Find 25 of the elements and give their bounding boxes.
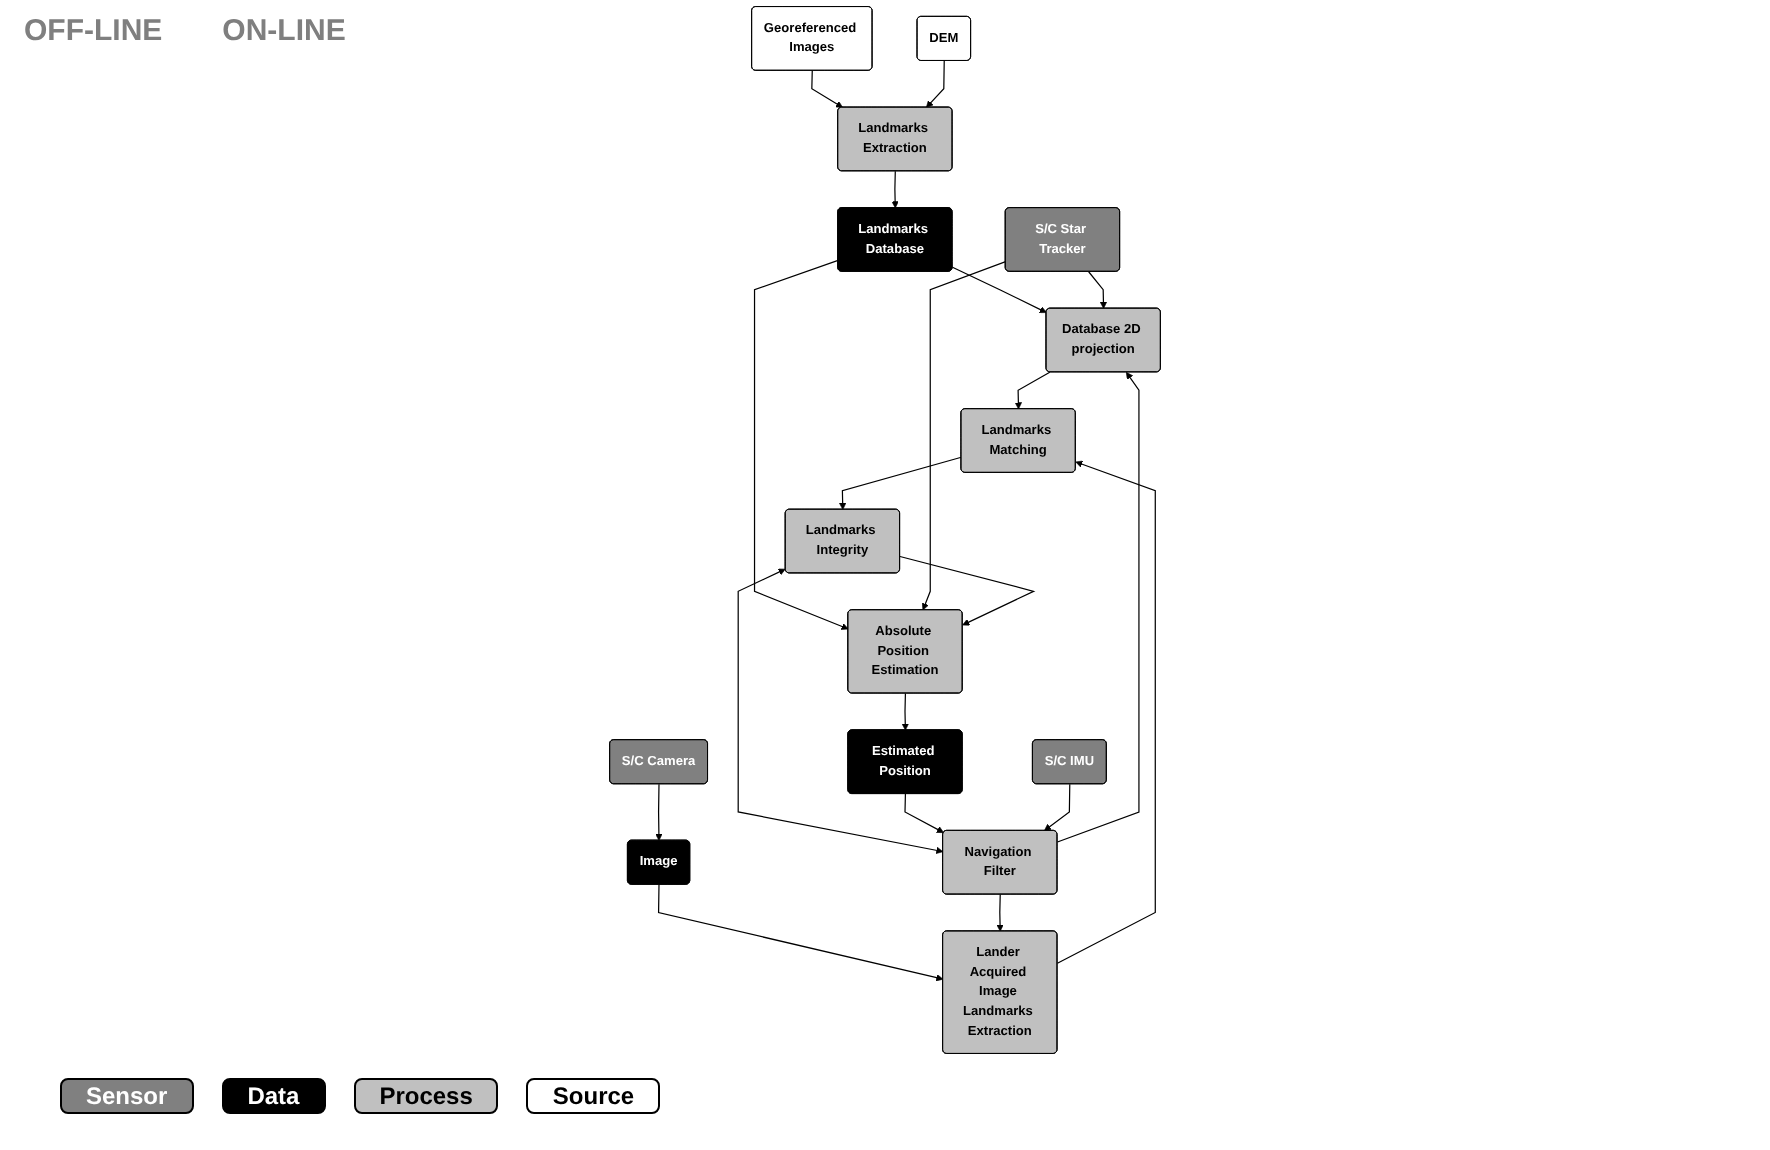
arrow	[1014, 371, 1051, 410]
arrow	[1088, 271, 1108, 309]
arrow	[921, 261, 1007, 611]
arrow	[657, 884, 944, 982]
arrow	[904, 793, 944, 833]
arrow	[1056, 371, 1140, 843]
arrow	[753, 259, 849, 630]
arrow	[811, 70, 843, 108]
section-label: ON-LINE	[222, 13, 346, 47]
arrow	[899, 555, 1036, 626]
legend-item: Process	[353, 1078, 499, 1114]
legend-item: Data	[221, 1078, 326, 1114]
arrow	[1044, 783, 1071, 832]
legend-item: Sensor	[60, 1078, 194, 1114]
legend-item: Source	[526, 1078, 661, 1114]
section-label: OFF-LINE	[24, 13, 163, 47]
arrow	[996, 893, 1004, 932]
arrow	[891, 170, 899, 209]
arrow	[926, 60, 945, 108]
arrow	[839, 456, 962, 510]
arrow	[951, 266, 1047, 313]
arrow	[655, 783, 663, 841]
arrow	[1056, 460, 1156, 964]
arrow	[737, 568, 944, 854]
arrow	[901, 692, 909, 731]
